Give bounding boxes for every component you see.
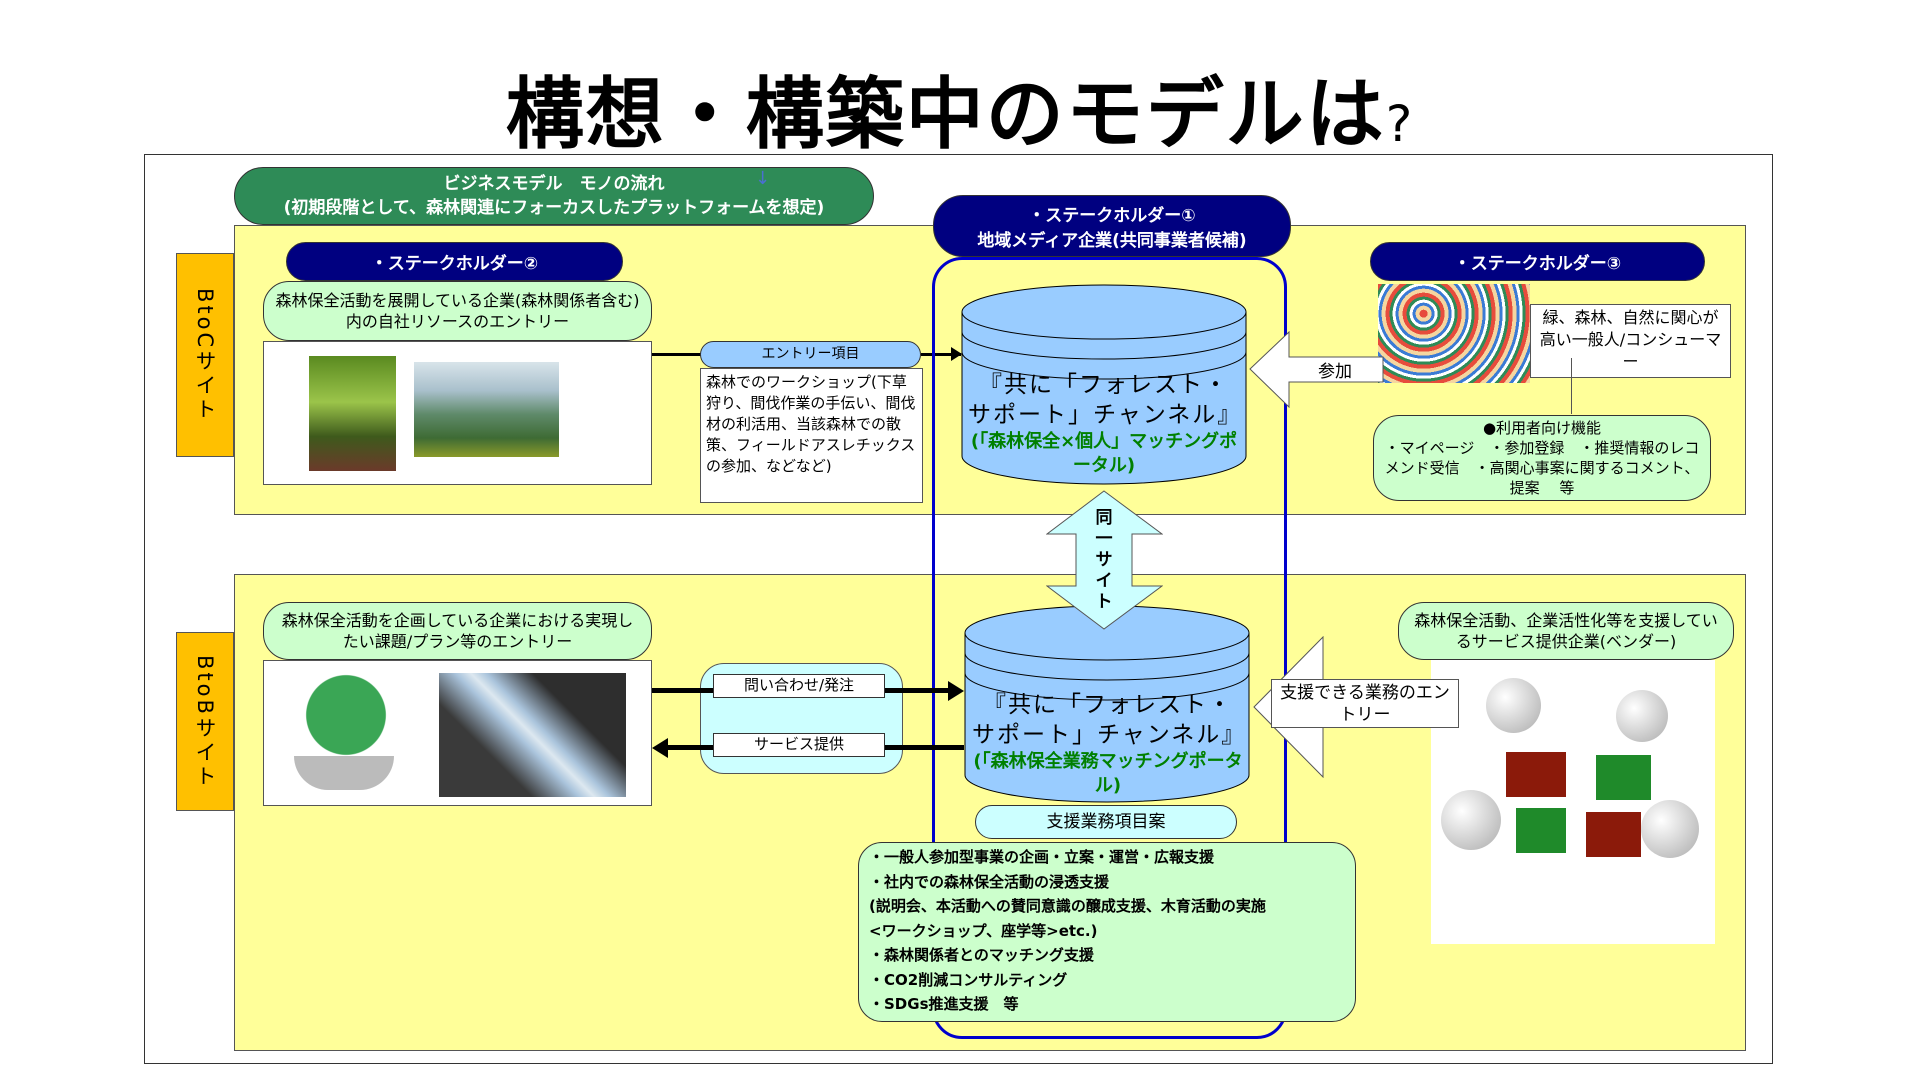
- buildings-photo: [439, 673, 626, 797]
- business-model-header: ビジネスモデル モノの流れ(初期段階として、森林関連にフォーカスしたプラットフォ…: [234, 167, 874, 225]
- join-arrow: [1249, 331, 1384, 408]
- figure-head: [1641, 800, 1699, 858]
- hand-shape: [294, 756, 394, 790]
- list-item: ・森林関係者とのマッチング支援: [869, 946, 1094, 964]
- inquiry-label: 問い合わせ/発注: [713, 674, 885, 698]
- figure-head: [1486, 678, 1541, 733]
- same-site-label: 同一サイト: [1095, 508, 1113, 612]
- btob-side-label: BtoBサイト: [176, 632, 234, 811]
- btob-company-entry: 森林保全活動を企画している企業における実現したい課題/プラン等のエントリー: [263, 602, 652, 660]
- entry-items-label: エントリー項目: [700, 341, 921, 368]
- stakeholder2-pill: ・ステークホルダー②: [286, 242, 623, 281]
- list-item: ・一般人参加型事業の企画・立案・運営・広報支援: [869, 848, 1215, 866]
- link-line: [1571, 358, 1572, 414]
- vendor-entry-label: 支援できる業務のエントリー: [1271, 679, 1459, 728]
- list-item: <ワークショップ、座学等>etc.): [869, 921, 1098, 940]
- consumer-text: 緑、森林、自然に関心が高い一般人/コンシューマー: [1530, 304, 1731, 378]
- arrowhead-right-icon: [948, 681, 964, 701]
- stakeholder1-container: [932, 257, 1287, 1039]
- btob-images: [263, 660, 652, 806]
- btoc-portal-cylinder: [961, 284, 1247, 485]
- join-label: 参加: [1318, 362, 1352, 382]
- list-item: ・CO2削減コンサルティング: [869, 970, 1068, 989]
- down-arrow-icon: ↓: [755, 168, 771, 189]
- arrowhead-left-icon: [652, 738, 668, 758]
- mountain-photo: [414, 362, 559, 457]
- puzzle-illustration: [1431, 660, 1715, 944]
- list-item: ・SDGs推進支援 等: [869, 995, 1019, 1013]
- diagram-frame: [144, 154, 1773, 1064]
- vendor-bubble: 森林保全活動、企業活性化等を支援しているサービス提供企業(ベンダー): [1398, 602, 1734, 660]
- figure-head: [1441, 790, 1501, 850]
- puzzle-piece: [1586, 812, 1641, 857]
- connector-line: [652, 353, 702, 356]
- resource-images: [263, 341, 652, 485]
- list-item: ・社内での森林保全活動の浸透支援: [869, 872, 1110, 891]
- company-entry-bubble: 森林保全活動を展開している企業(森林関係者含む)内の自社リソースのエントリー: [263, 281, 652, 341]
- list-item: (説明会、本活動への賛同意識の醸成支援、木育活動の実施: [869, 897, 1266, 915]
- figure-head: [1616, 690, 1668, 742]
- page-title: 構想・構築中のモデルは?: [505, 70, 1415, 160]
- crowd-illustration: [1378, 284, 1530, 383]
- btob-portal-label: 『共に「フォレスト・サポート」チャンネル』(「森林保全業務マッチングポータル): [972, 692, 1247, 796]
- puzzle-piece: [1596, 755, 1651, 800]
- forest-photo: [309, 356, 396, 471]
- btoc-side-label: BtoCサイト: [176, 253, 234, 457]
- same-site-double-arrow: [1046, 490, 1163, 630]
- btoc-portal-label: 『共に「フォレスト・サポート」チャンネル』(「森林保全×個人」マッチングポータル…: [968, 372, 1243, 476]
- entry-items-text: 森林でのワークショップ(下草狩り、間伐作業の手伝い、間伐材の利活用、当該森林での…: [700, 368, 923, 503]
- btob-portal-cylinder: [964, 605, 1250, 803]
- service-label: サービス提供: [713, 733, 885, 757]
- support-items-title: 支援業務項目案: [975, 805, 1237, 839]
- stakeholder3-pill: ・ステークホルダー③: [1370, 242, 1705, 281]
- puzzle-piece: [1516, 808, 1566, 853]
- user-features: ●利用者向け機能・マイページ ・参加登録 ・推奨情報のレコメンド受信 ・高関心事…: [1373, 415, 1711, 501]
- puzzle-piece: [1506, 752, 1566, 797]
- arrow-to-portal: [921, 353, 961, 356]
- arrowhead-icon: [951, 347, 962, 361]
- support-items-list: ・一般人参加型事業の企画・立案・運営・広報支援 ・社内での森林保全活動の浸透支援…: [858, 842, 1356, 1022]
